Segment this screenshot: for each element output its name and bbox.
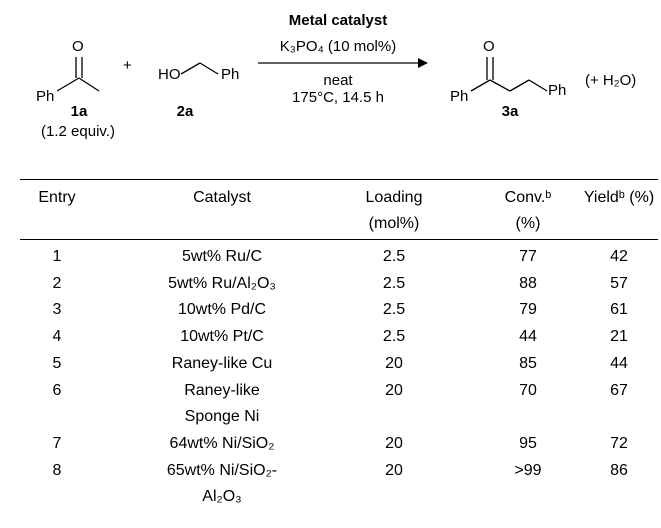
cell-catalyst: 5wt% Ru/Al₂O₃ [168, 274, 276, 292]
header-yield: Yieldᵇ (%) [583, 189, 655, 206]
cell-loading: 20 [385, 461, 403, 479]
cell-catalyst: 5wt% Ru/C [181, 248, 263, 265]
product-3a-oxygen: O [483, 38, 495, 55]
header-loading-unit: (mol%) [368, 215, 420, 232]
cell-conversion: 44 [519, 328, 537, 346]
cell-yield: 57 [610, 274, 628, 292]
cell-catalyst: 10wt% Pt/C [180, 328, 264, 346]
cell-conversion: 95 [519, 434, 537, 452]
solvent-label: neat [323, 72, 353, 89]
cell-entry: 5 [52, 354, 62, 372]
cell-loading: 2.5 [382, 248, 406, 265]
cell-catalyst: 10wt% Pd/C [177, 301, 267, 319]
cell-entry: 8 [52, 461, 62, 479]
table-header-rule [20, 239, 658, 240]
cell-entry: 1 [52, 248, 62, 265]
cell-catalyst: 64wt% Ni/SiO₂ [169, 434, 275, 452]
cell-yield: 42 [610, 248, 628, 265]
cell-loading: 20 [385, 381, 403, 399]
cell-conversion: 88 [519, 274, 537, 292]
product-3a-phenyl-right: Ph [548, 82, 567, 99]
header-entry: Entry [38, 189, 76, 206]
reactant-1a-equiv: (1.2 equiv.) [41, 123, 115, 140]
cell-entry: 6 [52, 381, 62, 399]
reactant-1a-phenyl: Ph [36, 88, 55, 105]
cell-loading: 2.5 [382, 328, 406, 346]
reactant-2a-phenyl: Ph [221, 66, 240, 83]
cell-catalyst: Raney-like Cu [171, 354, 273, 372]
catalyst-label: Metal catalyst [288, 12, 388, 29]
cell-conversion: >99 [514, 461, 542, 479]
reactant-1a-oxygen: O [72, 38, 84, 55]
reactant-2a-bonds [180, 62, 219, 75]
plus-sign: + [123, 57, 132, 74]
reactant-2a-hydroxyl: HO [158, 66, 181, 83]
reaction-scheme: Metal catalyst K₃PO₄ (10 mol%) neat 175°… [0, 0, 661, 160]
cell-entry: 3 [52, 301, 62, 319]
cell-conversion: 70 [519, 381, 537, 399]
cell-yield: 72 [610, 434, 628, 452]
reactant-1a-bonds [56, 57, 100, 92]
cell-yield: 61 [610, 301, 628, 319]
product-3a-bonds [470, 57, 548, 92]
cell-yield: 86 [610, 461, 628, 479]
cell-catalyst: Raney-like [184, 381, 260, 399]
reaction-arrow [258, 58, 428, 68]
cell-entry: 4 [52, 328, 62, 346]
header-conversion-unit: (%) [515, 215, 541, 232]
reaction-scheme-drawing [56, 57, 548, 92]
cell-loading: 20 [385, 434, 403, 452]
cell-conversion: 79 [519, 301, 537, 319]
base-label: K₃PO₄ (10 mol%) [279, 38, 397, 55]
reactant-1a-id: 1a [70, 103, 88, 120]
cell-catalyst: Al₂O₃ [202, 488, 242, 506]
product-3a-phenyl-left: Ph [450, 88, 469, 105]
cell-catalyst: 65wt% Ni/SiO₂- [166, 461, 278, 479]
cell-loading: 20 [385, 354, 403, 372]
cell-yield: 44 [610, 354, 628, 372]
cell-yield: 21 [610, 328, 628, 346]
byproduct-water: (+ H₂O) [585, 72, 637, 89]
product-3a-id: 3a [501, 103, 519, 120]
cell-conversion: 85 [519, 354, 537, 372]
header-catalyst: Catalyst [193, 189, 251, 206]
header-loading: Loading [365, 189, 423, 206]
cell-conversion: 77 [519, 248, 537, 265]
cell-loading: 2.5 [382, 301, 406, 319]
cell-loading: 2.5 [382, 274, 406, 292]
cell-entry: 7 [52, 434, 62, 452]
cell-catalyst: Sponge Ni [184, 408, 260, 426]
cell-yield: 67 [610, 381, 628, 399]
cell-entry: 2 [52, 274, 62, 292]
conditions-label: 175°C, 14.5 h [292, 89, 384, 106]
reactant-2a-id: 2a [176, 103, 194, 120]
header-conversion: Conv.ᵇ [504, 189, 552, 206]
table-top-rule [20, 179, 658, 180]
